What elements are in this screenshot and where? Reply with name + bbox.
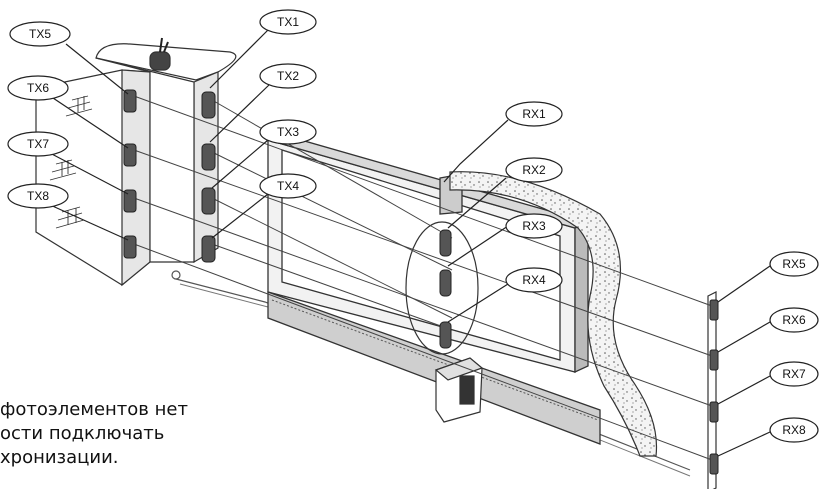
label-rx7: RX7 [769,361,819,387]
label-tx3-text: TX3 [277,125,299,139]
label-rx2: RX2 [505,157,563,183]
rx4-photocell [439,321,452,349]
rx6-photocell [709,349,719,371]
rx5-photocell [709,299,719,321]
label-tx5: TX5 [9,21,71,47]
label-tx7: TX7 [7,131,69,157]
label-rx3-text: RX3 [522,219,546,233]
label-tx1: TX1 [259,9,317,35]
label-rx6: RX6 [769,307,819,333]
caption-line-3: хронизации. [0,447,119,468]
label-rx8-text: RX8 [782,423,806,437]
label-tx6-text: TX6 [27,81,49,95]
label-rx5-text: RX5 [782,257,806,271]
label-rx1-text: RX1 [522,107,546,121]
label-tx2: TX2 [259,63,317,89]
caption-line-2: ости подключать [0,423,165,444]
rx8-photocell [709,453,719,475]
rx3-photocell [439,269,452,297]
beam-lines [133,95,713,461]
label-tx5-text: TX5 [29,27,51,41]
receiver-highlight-oval [405,221,479,355]
tx4-photocell [201,235,216,263]
label-tx1-text: TX1 [277,15,299,29]
tx5-photocell [123,89,137,113]
label-tx8: TX8 [7,183,69,209]
tx8-photocell [123,235,137,259]
label-tx8-text: TX8 [27,189,49,203]
label-tx6: TX6 [7,75,69,101]
label-rx7-text: RX7 [782,367,806,381]
tx1-photocell [201,91,216,119]
receiver-post [707,291,717,489]
tx2-photocell [201,143,216,171]
label-rx1: RX1 [505,101,563,127]
tx7-photocell [123,189,137,213]
speckled-post [449,171,658,457]
label-tx7-text: TX7 [27,137,49,151]
label-rx8: RX8 [769,417,819,443]
label-tx2-text: TX2 [277,69,299,83]
left-wall [35,69,151,287]
label-tx3: TX3 [259,119,317,145]
label-rx3: RX3 [505,213,563,239]
label-rx5: RX5 [769,251,819,277]
leader-lines [47,29,771,457]
label-rx6-text: RX6 [782,313,806,327]
tx6-photocell [123,143,137,167]
tx3-photocell [201,187,216,215]
label-tx4-text: TX4 [277,179,299,193]
label-rx2-text: RX2 [522,163,546,177]
label-tx4: TX4 [259,173,317,199]
rx7-photocell [709,401,719,423]
photocells [123,89,719,475]
caption-line-1: фотоэлементов нет [0,399,188,420]
gate-motor [434,357,484,423]
label-rx4: RX4 [505,267,563,293]
rx2-photocell [439,229,452,257]
caption-text: фотоэлементов нет ости подключать хрониз… [0,398,300,470]
label-rx4-text: RX4 [522,273,546,287]
